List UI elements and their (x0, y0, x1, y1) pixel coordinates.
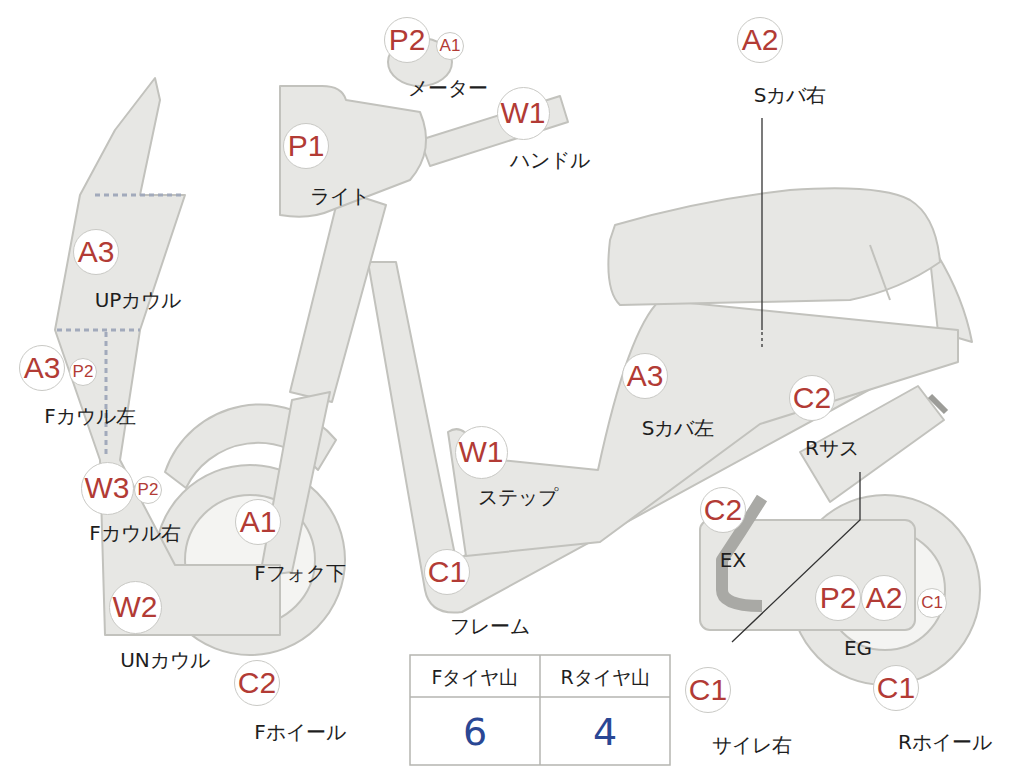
callout-circle: C2 (789, 375, 835, 421)
part-name: EG (844, 637, 872, 659)
part-name: サイレ右 (712, 734, 792, 756)
callout-code: P1 (288, 131, 325, 161)
seat (608, 188, 940, 305)
callout-circle: C2 (700, 487, 746, 533)
tyre-table (410, 655, 670, 765)
part-name: UPカウル (95, 289, 182, 311)
cowl-split (57, 329, 140, 332)
cowl-split (105, 332, 108, 458)
callout-code: C1 (428, 557, 466, 587)
part-name: ハンドル (510, 149, 590, 171)
callout-code: W3 (85, 473, 130, 503)
shock-rod (930, 396, 946, 412)
body (448, 300, 958, 556)
callout-code: W1 (501, 98, 546, 128)
callout-circle: C1 (917, 588, 947, 618)
part-name: Fフォク下 (254, 562, 346, 584)
callout-circle: C1 (873, 665, 919, 711)
cowl-split (95, 194, 185, 197)
callout-circle: A2 (737, 17, 783, 63)
callout-code: P2 (820, 583, 857, 613)
callout-circle: A3 (19, 345, 65, 391)
callout-code: A1 (240, 507, 277, 537)
leader-line (761, 118, 762, 330)
callout-code: C1 (689, 675, 727, 705)
callout-circle: A3 (622, 353, 668, 399)
front-fork (260, 392, 330, 576)
part-name: Sカバ左 (642, 417, 715, 439)
callout-code: P2 (73, 363, 94, 380)
callout-code: A2 (866, 583, 903, 613)
callout-code: A3 (627, 361, 664, 391)
callout-circle: A3 (73, 229, 119, 275)
callout-circle: P2 (134, 476, 163, 505)
callout-code: W2 (113, 592, 158, 622)
callout-code: A3 (24, 353, 61, 383)
table-cell: 4 (593, 712, 617, 754)
part-name: メーター (408, 77, 488, 99)
front-cowl (55, 78, 280, 635)
callout-code: A1 (440, 37, 461, 54)
steering-column (290, 190, 386, 402)
part-name: Fカウル右 (89, 522, 181, 544)
part-name: Fホイール (254, 721, 346, 743)
part-name: Sカバ右 (754, 84, 827, 106)
callout-code: A2 (742, 25, 779, 55)
callout-code: A3 (78, 237, 115, 267)
part-name: EX (720, 549, 746, 571)
part-name: ライト (310, 185, 370, 207)
part-name: ステップ (478, 486, 558, 508)
callout-circle: W1 (455, 426, 508, 479)
callout-circle: W3 (81, 462, 134, 515)
table-cell: 6 (463, 712, 487, 754)
leader-line (761, 332, 762, 348)
table-rule (539, 655, 541, 765)
callout-code: C1 (921, 594, 943, 611)
seat-seam (870, 245, 890, 300)
callout-circle: P2 (384, 17, 430, 63)
callout-circle: C2 (234, 660, 280, 706)
leader-line (732, 472, 860, 642)
callout-code: C2 (704, 495, 742, 525)
callout-circle: W2 (109, 581, 162, 634)
callout-code: C2 (238, 668, 276, 698)
part-name: Rサス (805, 437, 859, 459)
part-name: Rホイール (898, 731, 992, 753)
callout-circle: C1 (424, 549, 470, 595)
callout-code: C1 (877, 673, 915, 703)
callout-circle: W1 (497, 87, 550, 140)
table-cell: Fタイヤ山 (432, 667, 519, 688)
callout-circle: A1 (436, 32, 465, 61)
callout-code: P2 (389, 25, 426, 55)
callout-code: W1 (459, 437, 504, 467)
callout-circle: A1 (235, 499, 281, 545)
callout-code: C2 (793, 383, 831, 413)
table-cell: Rタイヤ山 (560, 667, 649, 688)
part-name: Fカウル左 (44, 405, 136, 427)
callout-circle: P2 (815, 575, 861, 621)
part-name: フレーム (450, 615, 530, 637)
callout-circle: P1 (283, 123, 329, 169)
headlight-body (280, 86, 426, 217)
callout-circle: A2 (861, 575, 907, 621)
callout-circle: C1 (685, 667, 731, 713)
callout-code: P2 (138, 481, 159, 498)
part-name: UNカウル (120, 649, 210, 671)
